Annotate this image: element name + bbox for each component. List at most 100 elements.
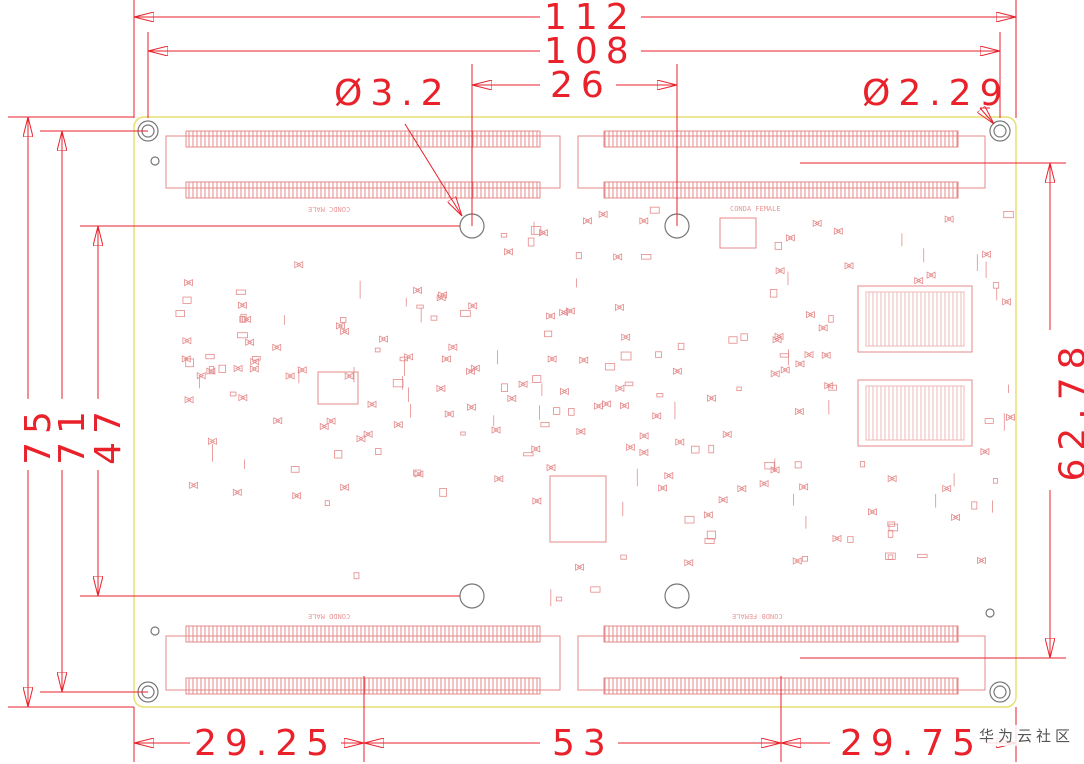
component-footprint [706,530,716,540]
component-footprint [218,364,227,373]
component-footprint [772,336,782,344]
component-footprint [868,508,877,516]
component-footprint [568,407,575,416]
bga-chip-lower [857,379,973,447]
component-footprint [375,448,382,455]
component-footprint [795,360,805,368]
component-footprint [184,278,193,287]
component-footprint [238,301,247,309]
component-footprint [620,401,629,410]
component-footprint [340,327,350,336]
connector-bottom-left [165,625,561,695]
component-footprint [860,461,866,468]
component-footprint [507,394,517,403]
component-footprint [555,596,563,602]
component-footprint [413,469,422,477]
component-footprint [664,472,674,480]
component-footprint [691,445,700,454]
board-outline [133,116,1017,708]
component-footprint [833,227,843,235]
component-footprint [547,355,557,363]
component-footprint [523,452,534,457]
component-footprint [1002,298,1012,306]
component-footprint [531,445,541,453]
component-footprint [992,282,1000,289]
component-footprint [233,364,243,373]
connector-top-right [577,130,986,199]
component-footprint [565,307,575,315]
component-footprint [319,422,329,431]
component-footprint [828,315,834,323]
component-footprint [984,418,994,424]
component-footprint [374,347,381,353]
component-footprint [399,356,408,362]
component-footprint [775,267,785,275]
component-footprint [888,523,899,532]
component-footprint [448,343,458,351]
dim-left-offset: 29.25 [190,726,342,762]
component-footprint [334,450,343,459]
component-footprint [532,497,542,505]
bga-chip-upper [857,285,973,353]
component-footprint [294,261,304,269]
component-footprint [544,330,553,338]
dim-center-span: 53 [548,726,618,762]
component-footprint [441,355,451,363]
component-footprint [620,351,632,361]
component-footprint [290,466,300,473]
component-footprint [785,234,795,242]
component-footprint [540,422,550,428]
component-footprint [575,252,582,260]
component-footprint [718,496,728,504]
component-footprint [914,277,924,285]
connector-label-c: CONDC MALE [308,205,351,213]
dim-inner-width: 108 [540,34,641,70]
watermark: 华为云社区 [978,725,1074,746]
component-footprint [353,572,360,580]
component-footprint [242,315,252,324]
component-footprint [801,556,808,562]
component-footprint [887,530,894,538]
connector-label-a: CONDA FEMALE [730,205,781,213]
component-footprint [639,448,649,457]
component-footprint [439,488,447,497]
component-footprint [703,511,713,519]
component-footprint [737,484,747,493]
component-footprint [336,322,345,330]
component-footprint [625,443,635,451]
dimension-lines [8,0,1066,762]
component-footprint [182,296,192,304]
component-footprint [340,317,347,323]
component-footprint [774,241,782,250]
component-footprint [249,365,259,373]
component-footprint [527,237,535,247]
component-footprint [272,343,282,352]
component-footprint [1006,413,1015,422]
component-footprint [641,253,652,260]
component-footprint [708,444,715,454]
component-footprint [759,479,769,488]
component-footprint [794,407,804,416]
component-footprint [292,492,302,500]
component-footprint [917,553,928,558]
component-footprint [770,370,780,378]
component-footprint [501,383,508,392]
component-footprint [764,461,775,470]
component-footprint [576,427,586,436]
component-footprint [740,333,748,341]
component-footprint [621,333,631,341]
component-footprint [444,410,454,418]
component-footprint [971,501,978,510]
component-footprint [175,310,185,318]
component-footprint [655,351,662,358]
component-footprint [780,366,790,374]
component-footprint [672,367,682,375]
component-footprint [504,248,513,256]
component-footprint [649,206,660,214]
component-footprint [982,250,991,258]
dim-hole-spacing: 26 [546,68,616,104]
component-footprint [182,337,192,345]
component-footprint [769,289,778,298]
component-footprint [992,478,998,484]
component-footprint [559,308,569,317]
